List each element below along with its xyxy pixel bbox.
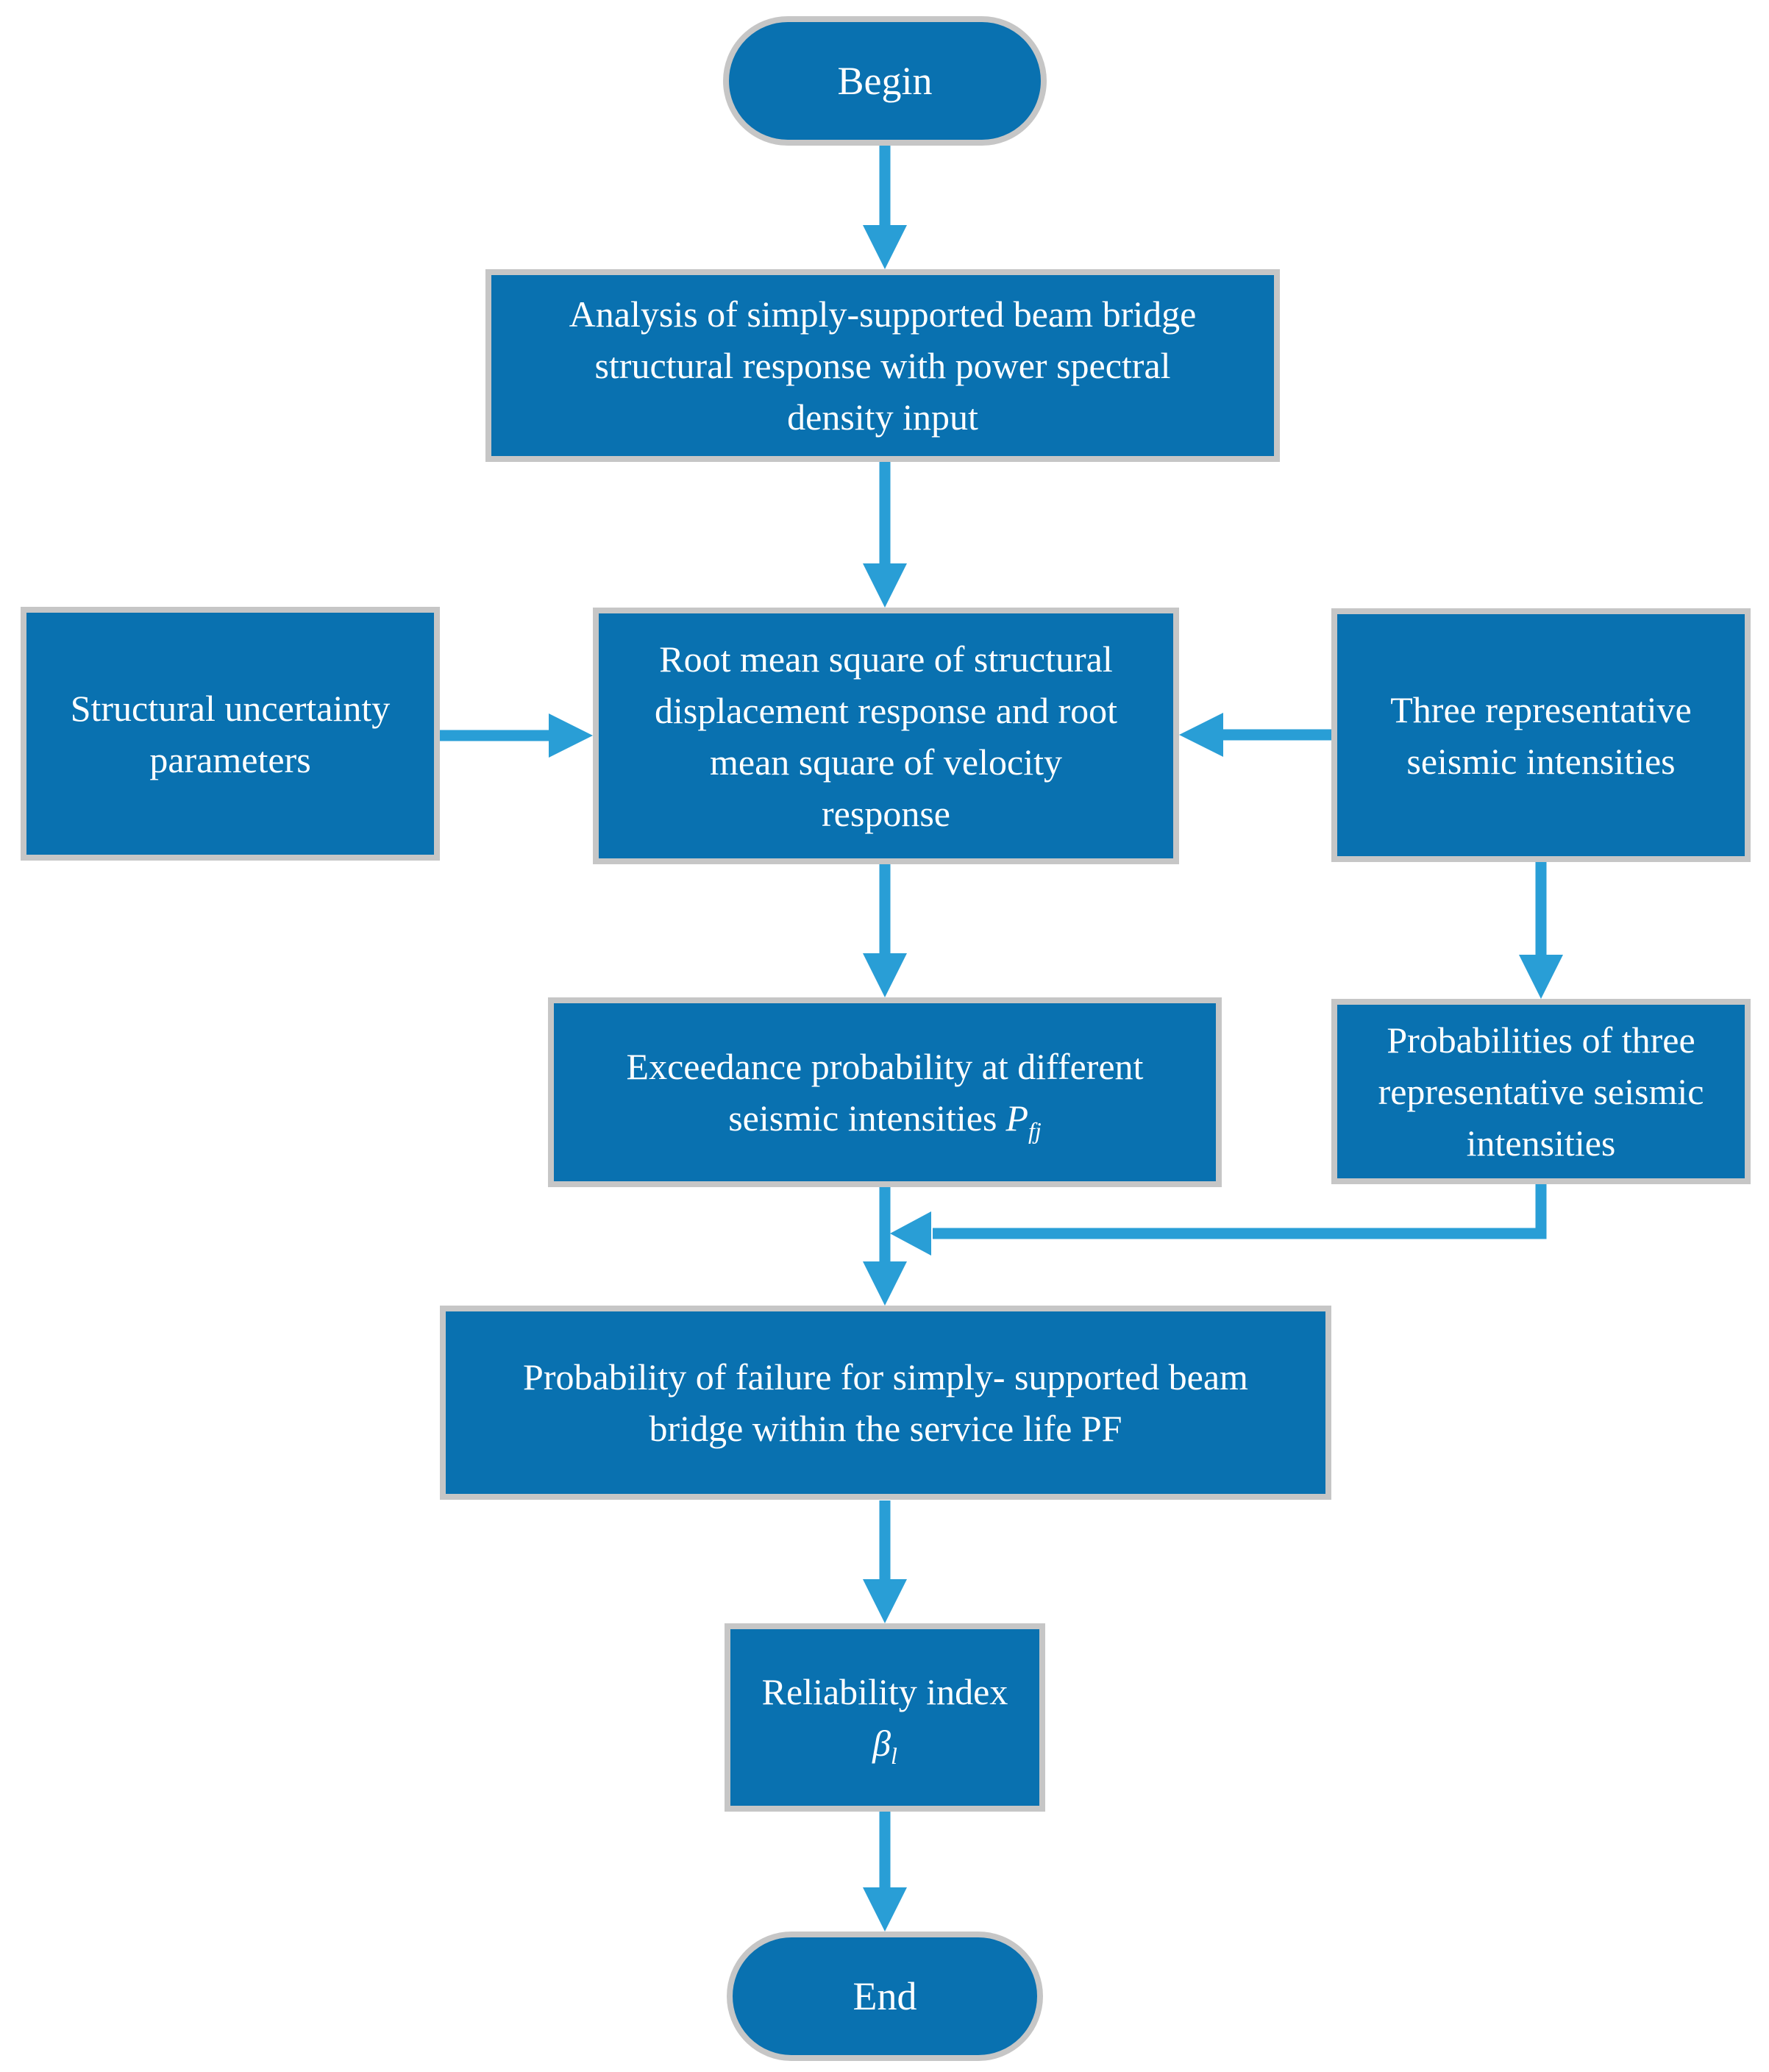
arrow-probabilities-to-failure-elbow <box>890 1184 1547 1256</box>
probability-subscript: fj <box>1028 1117 1042 1144</box>
node-analysis-line: density input <box>787 396 978 438</box>
arrow-begin-to-analysis <box>863 145 907 269</box>
node-end-label: End <box>853 1974 917 2018</box>
node-reliability-index: Reliability index βl <box>725 1623 1045 1812</box>
node-exceedance-probability: Exceedance probability at different seis… <box>548 997 1222 1187</box>
arrow-failure-to-reliability <box>863 1500 907 1623</box>
node-rms-response-line: Root mean square of structural <box>659 638 1113 680</box>
node-analysis-line: structural response with power spectral <box>594 345 1171 386</box>
node-intensity-probabilities-line: Probabilities of three <box>1387 1019 1695 1061</box>
node-rms-response-line: mean square of velocity <box>710 741 1062 783</box>
node-rms-response-line: response <box>822 792 950 834</box>
node-structural-uncertainty-line: Structural uncertainty <box>70 687 391 729</box>
node-failure-probability-line: Probability of failure for simply- suppo… <box>523 1356 1248 1398</box>
node-structural-uncertainty: Structural uncertainty parameters <box>21 607 440 861</box>
node-analysis-line: Analysis of simply-supported beam bridge <box>569 293 1197 335</box>
probability-symbol: P <box>1005 1097 1028 1139</box>
node-analysis: Analysis of simply-supported beam bridge… <box>485 269 1280 462</box>
arrow-three-to-rms <box>1179 713 1331 757</box>
beta-symbol: β <box>872 1723 891 1764</box>
arrow-reliability-to-end <box>863 1812 907 1932</box>
arrow-exceedance-to-failure <box>863 1187 907 1306</box>
node-failure-probability-line: bridge within the service life PF <box>649 1408 1122 1449</box>
node-structural-uncertainty-line: parameters <box>149 738 311 780</box>
node-failure-probability: Probability of failure for simply- suppo… <box>440 1306 1331 1500</box>
node-three-intensities-line: seismic intensities <box>1406 740 1676 782</box>
node-reliability-index-line: βl <box>872 1717 897 1769</box>
node-intensity-probabilities-line: intensities <box>1466 1122 1616 1164</box>
arrow-structural-to-rms <box>440 713 593 758</box>
node-three-intensities-line: Three representative <box>1390 688 1692 730</box>
arrow-rms-to-exceedance <box>863 864 907 997</box>
node-rms-response: Root mean square of structural displacem… <box>593 608 1179 864</box>
arrow-analysis-to-rms <box>863 462 907 608</box>
node-rms-response-line: displacement response and root <box>655 689 1117 731</box>
arrow-three-to-probabilities <box>1519 862 1563 999</box>
node-end: End <box>727 1932 1043 2061</box>
beta-subscript: l <box>891 1742 897 1770</box>
node-begin-label: Begin <box>837 59 933 103</box>
node-intensity-probabilities: Probabilities of three representative se… <box>1331 999 1751 1184</box>
node-reliability-index-line: Reliability index <box>761 1671 1008 1712</box>
node-three-intensities: Three representative seismic intensities <box>1331 608 1751 862</box>
node-intensity-probabilities-line: representative seismic <box>1378 1071 1704 1112</box>
node-exceedance-probability-text: seismic intensities <box>728 1097 997 1139</box>
node-begin: Begin <box>723 16 1047 146</box>
node-exceedance-probability-line: Exceedance probability at different <box>626 1046 1144 1087</box>
